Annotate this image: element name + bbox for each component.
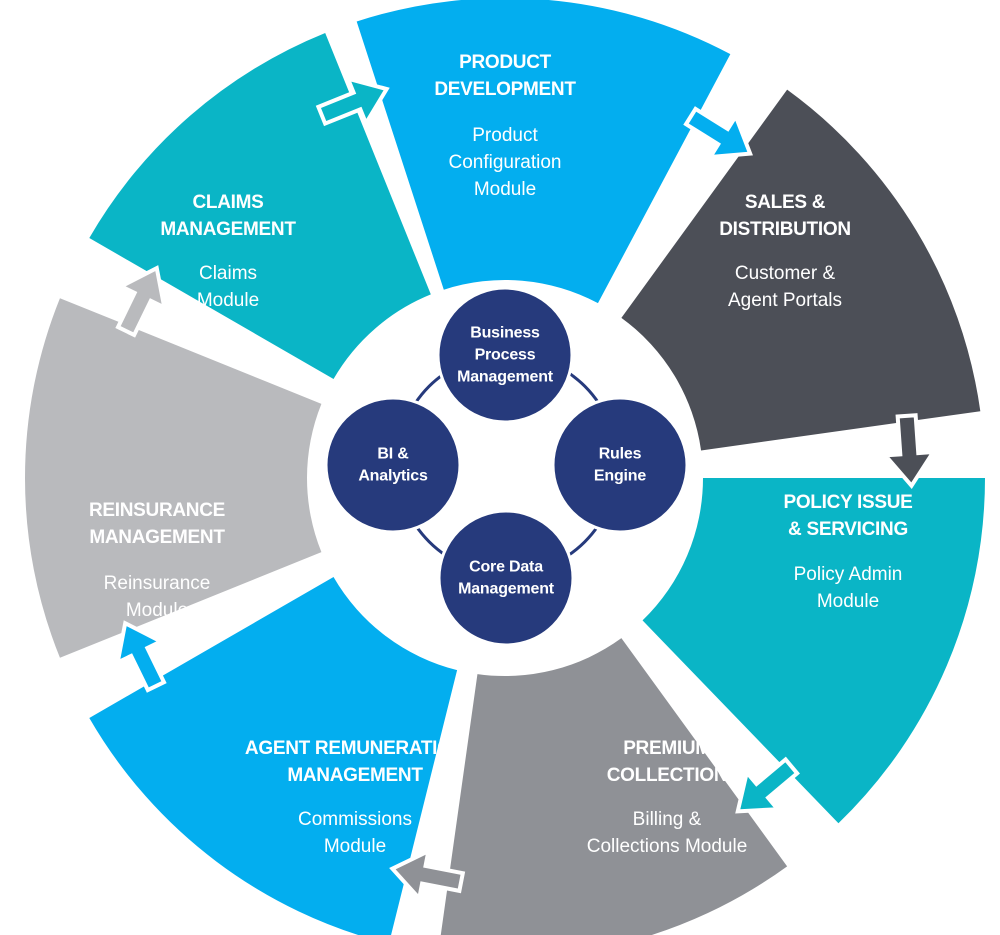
claims-management-subtitle-line: Module (197, 290, 259, 311)
agent-remuneration-management-subtitle-line: Module (324, 836, 386, 857)
segment-reinsurance-management (25, 298, 322, 658)
reinsurance-management-subtitle-line: Reinsurance (104, 573, 211, 594)
hub-circle-bi-analytics (324, 396, 462, 534)
bi-analytics-label-line: Analytics (358, 468, 428, 485)
product-development-title-line: PRODUCT (459, 52, 552, 73)
premium-collection-title-line: COLLECTION (607, 765, 728, 786)
reinsurance-management-title-line: REINSURANCE (89, 500, 225, 521)
rules-engine-label-line: Engine (594, 468, 646, 485)
claims-management-title-line: CLAIMS (192, 192, 263, 213)
business-process-management-label-line: Management (457, 369, 554, 386)
sales-distribution-subtitle-line: Agent Portals (728, 290, 842, 311)
segment-policy-issue-servicing (642, 478, 985, 824)
hub-circle-business-process-management (436, 286, 574, 424)
arrow-premium-to-agent (389, 847, 466, 903)
hub-circle-core-data-management (437, 509, 575, 647)
product-development-subtitle-line: Product (472, 125, 538, 146)
hub-background (313, 286, 697, 670)
agent-remuneration-management-subtitle-line: Commissions (298, 809, 412, 830)
segment-premium-collection (440, 638, 788, 935)
reinsurance-management-title-line: MANAGEMENT (89, 527, 225, 548)
agent-remuneration-management-title-line: AGENT REMUNERATION (245, 738, 465, 759)
arrow-policy-to-premium (735, 756, 800, 814)
rules-engine-label-line: Rules (599, 446, 642, 463)
policy-issue-servicing-subtitle-line: Module (817, 591, 879, 612)
core-data-management-label-line: Management (458, 581, 555, 598)
arrow-agent-to-reinsurance (114, 620, 167, 693)
hub-modules: BusinessProcessManagementRulesEngineCore… (324, 286, 689, 647)
arrow-claims-to-product (315, 75, 390, 128)
arrow-reinsurance-to-claims (115, 265, 168, 338)
outer-segments (25, 0, 985, 935)
arrow-product-to-sales (683, 106, 753, 160)
product-development-subtitle-line: Module (474, 179, 536, 200)
business-process-management-label-line: Business (470, 325, 540, 342)
segment-product-development (356, 0, 731, 304)
arrow-sales-to-policy (881, 413, 938, 489)
reinsurance-management-subtitle-line: Module (126, 600, 188, 621)
bi-analytics-label-line: BI & (377, 446, 409, 463)
segment-agent-remuneration-management (89, 577, 458, 935)
policy-issue-servicing-title-line: & SERVICING (788, 519, 908, 540)
agent-remuneration-management-title-line: MANAGEMENT (287, 765, 423, 786)
premium-collection-title-line: PREMIUM (623, 738, 711, 759)
claims-management-subtitle-line: Claims (199, 263, 257, 284)
sales-distribution-subtitle-line: Customer & (735, 263, 836, 284)
hub-circle-rules-engine (551, 396, 689, 534)
sales-distribution-title-line: DISTRIBUTION (719, 219, 851, 240)
flow-arrows (114, 75, 938, 903)
premium-collection-subtitle-line: Collections Module (587, 836, 748, 857)
business-process-management-label-line: Process (475, 347, 536, 364)
claims-management-title-line: MANAGEMENT (160, 219, 296, 240)
core-data-management-label-line: Core Data (469, 559, 543, 576)
policy-issue-servicing-subtitle-line: Policy Admin (794, 564, 903, 585)
product-development-title-line: DEVELOPMENT (434, 79, 576, 100)
segment-sales-distribution (621, 89, 981, 451)
policy-issue-servicing-title-line: POLICY ISSUE (783, 492, 912, 513)
sales-distribution-title-line: SALES & (745, 192, 826, 213)
segment-claims-management (89, 32, 431, 379)
premium-collection-subtitle-line: Billing & (633, 809, 702, 830)
segment-labels: PRODUCT DEVELOPMENT ProductConfigurationMo… (89, 52, 913, 857)
product-development-subtitle-line: Configuration (448, 152, 561, 173)
